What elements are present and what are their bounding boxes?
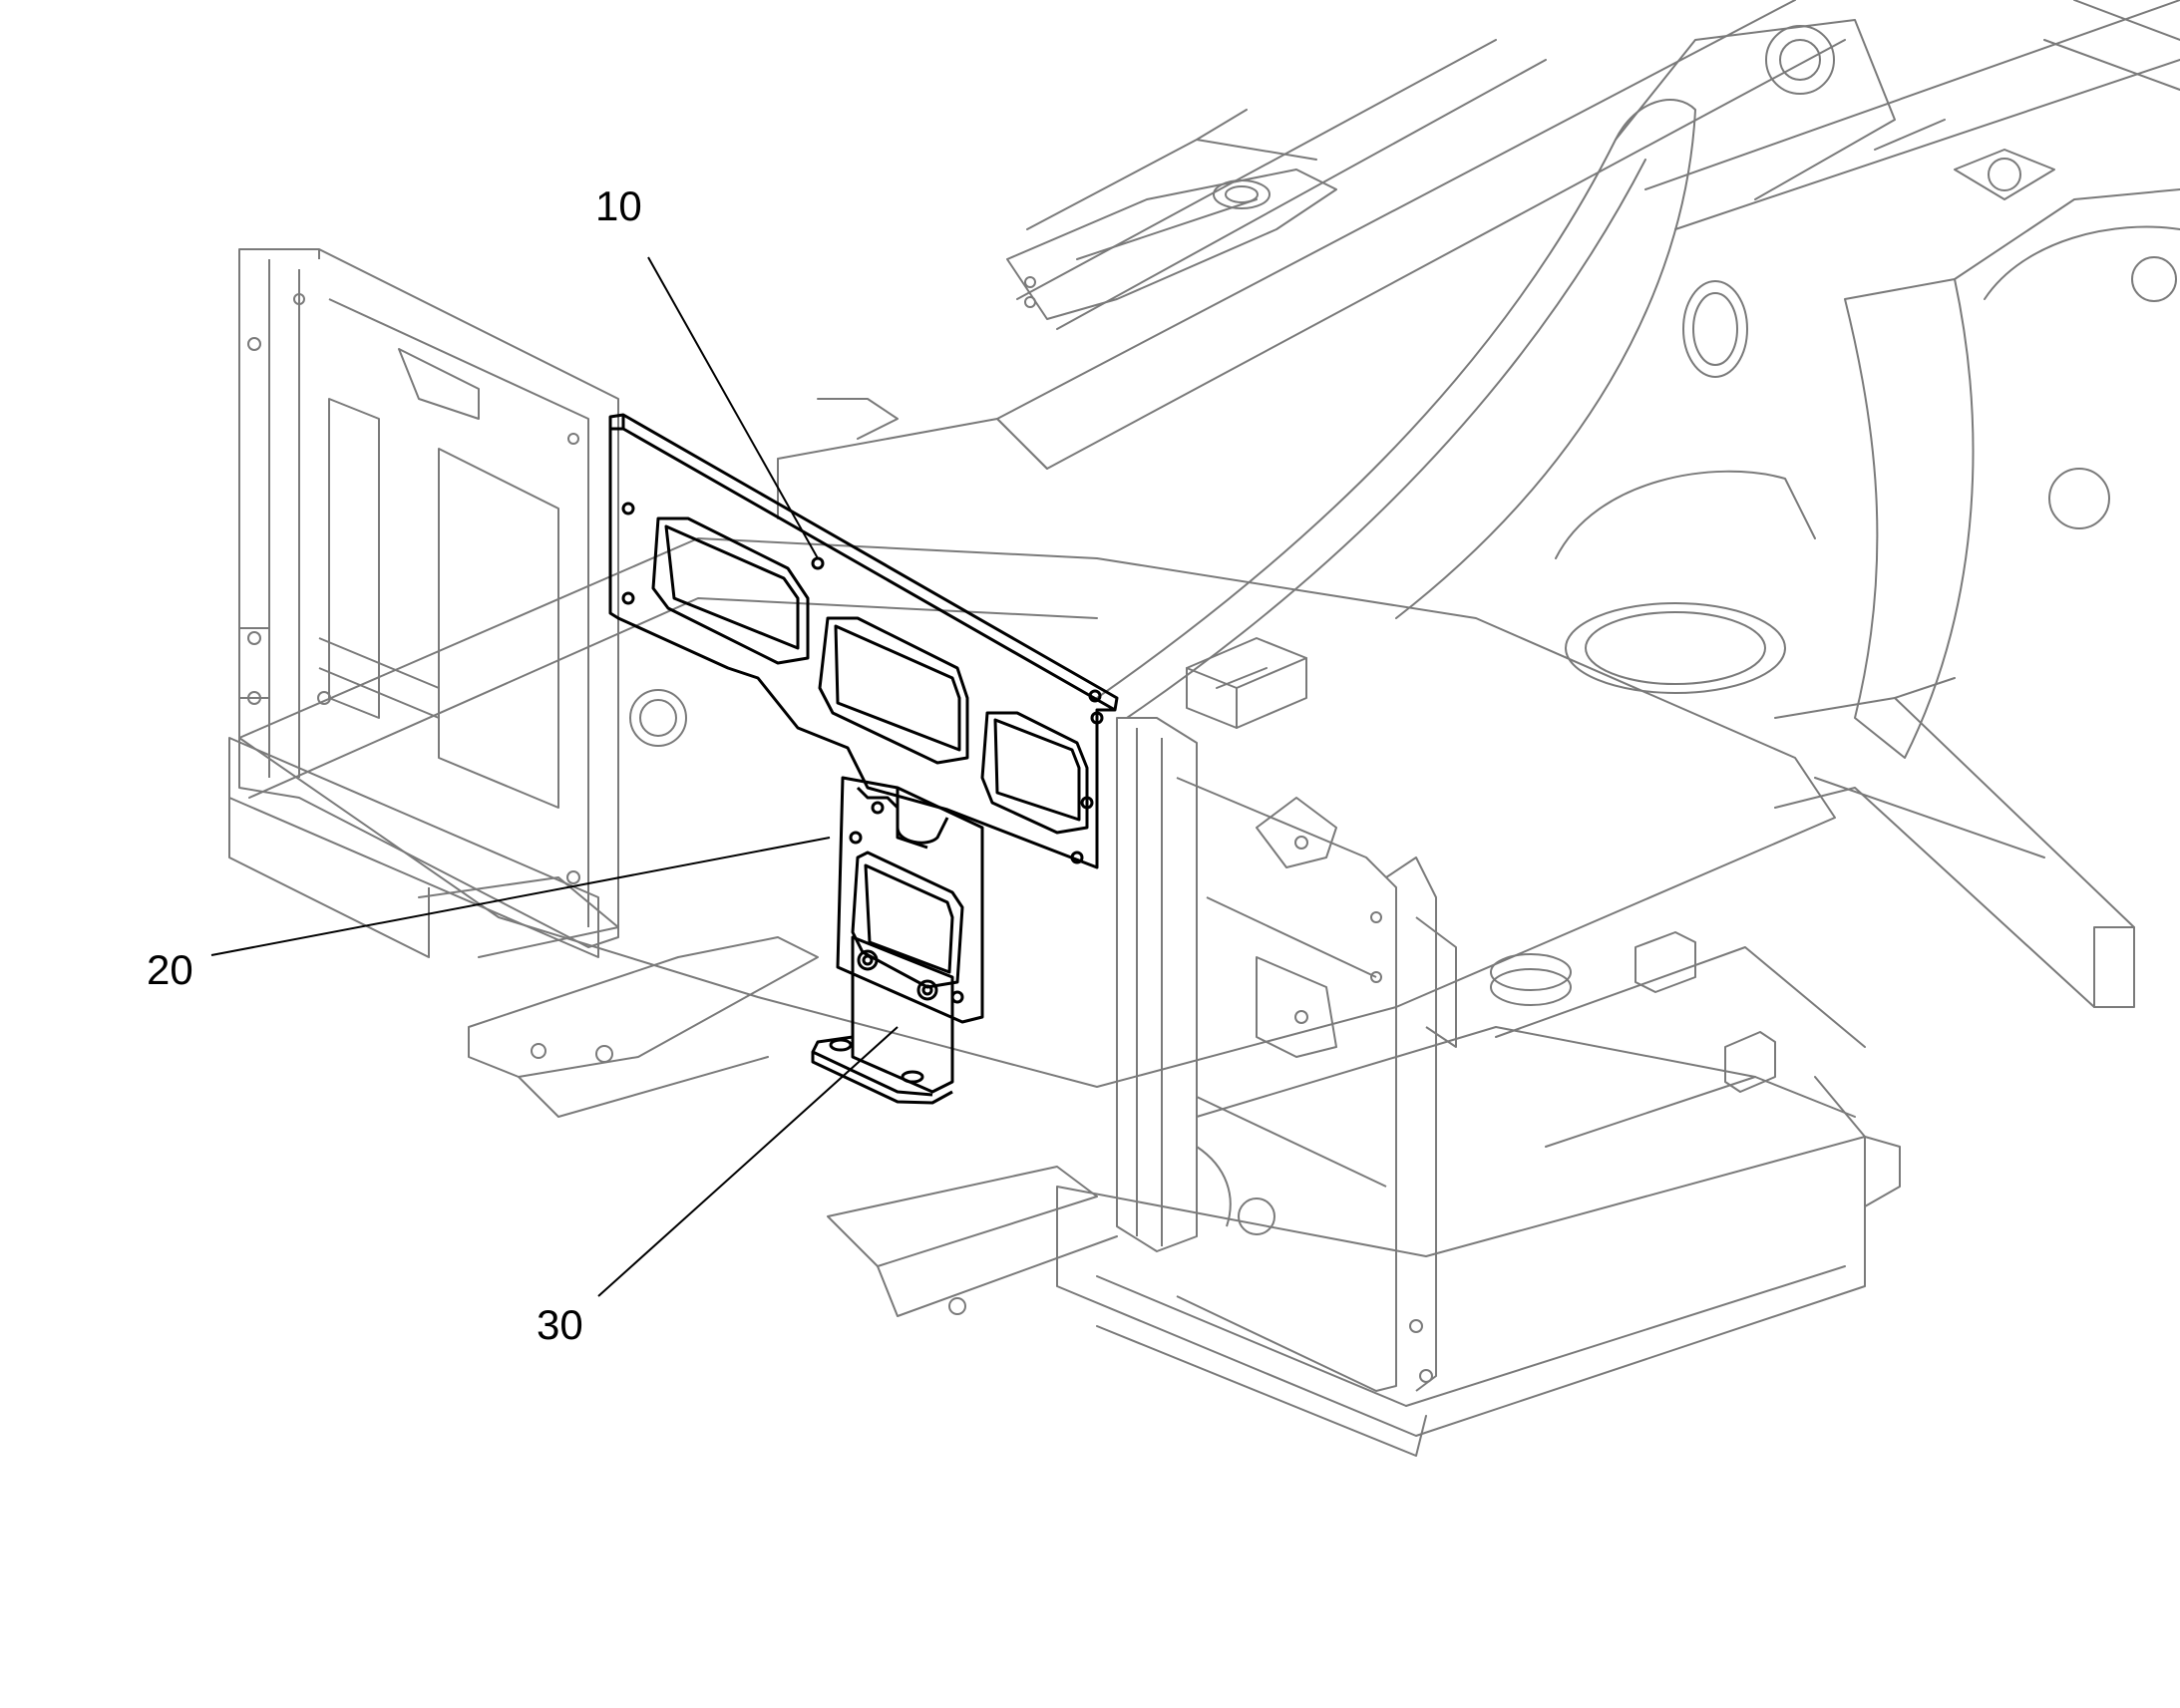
leader-line-20: [210, 837, 831, 956]
left-side-frame: [228, 248, 619, 958]
machine-frame: [238, 0, 2180, 1457]
leader-lines: [210, 256, 899, 1297]
leader-line-10: [647, 256, 819, 559]
callout-label-10: 10: [595, 182, 642, 229]
part-30-angle-bracket: [811, 935, 954, 1105]
leader-line-30: [597, 1026, 899, 1297]
right-front-frame: [1116, 717, 1457, 1392]
callout-label-30: 30: [537, 1301, 583, 1348]
callout-label-20: 20: [147, 946, 193, 993]
part-10-panel: [608, 413, 1119, 869]
